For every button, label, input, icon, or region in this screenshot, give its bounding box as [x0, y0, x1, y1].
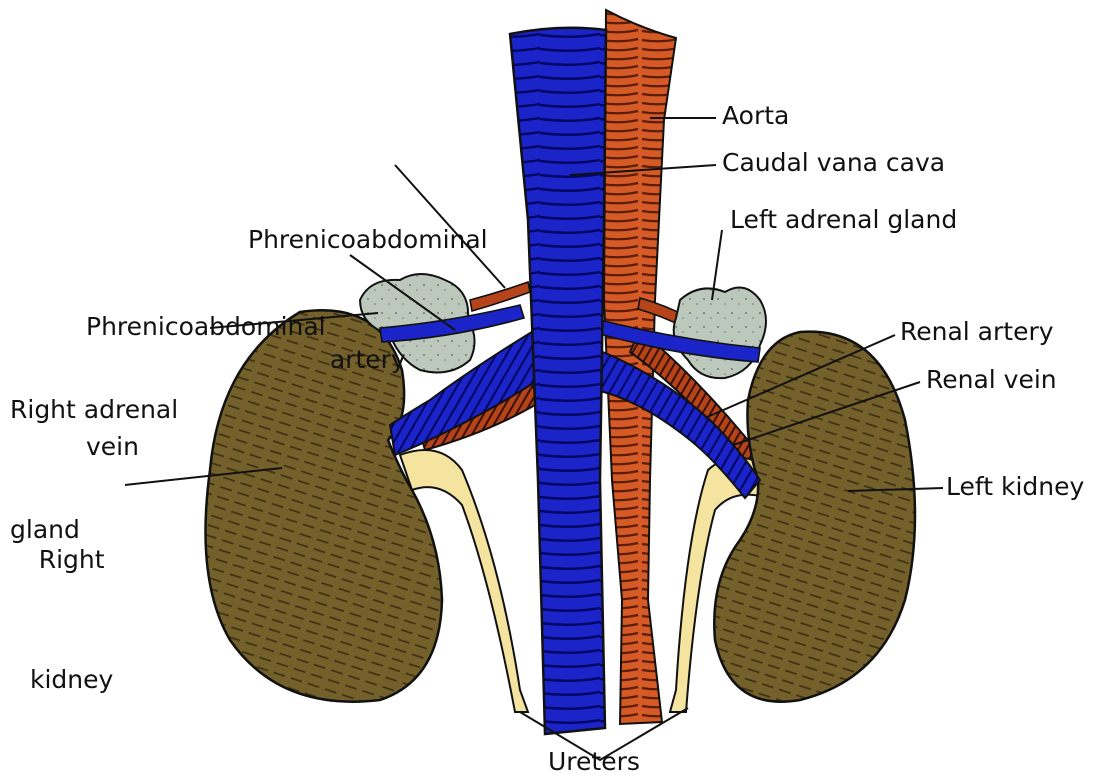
label-aorta: Aorta: [722, 96, 789, 136]
label-caudal-vena-cava: Caudal vana cava: [722, 143, 945, 183]
left-kidney-shape: [714, 332, 915, 702]
label-ureters: Ureters: [548, 742, 640, 782]
label-renal-vein: Renal vein: [926, 360, 1057, 400]
label-renal-artery: Renal artery: [900, 312, 1054, 352]
left-adrenal-gland-shape: [674, 288, 766, 379]
label-left-adrenal-gland: Left adrenal gland: [730, 200, 957, 240]
label-left-kidney: Left kidney: [946, 467, 1084, 507]
label-right-kidney-line1: Right: [30, 540, 113, 580]
label-right-kidney-line2: kidney: [30, 660, 113, 700]
label-right-adrenal-gland-line1: Right adrenal: [10, 390, 178, 430]
label-right-kidney: Right kidney: [30, 460, 113, 740]
